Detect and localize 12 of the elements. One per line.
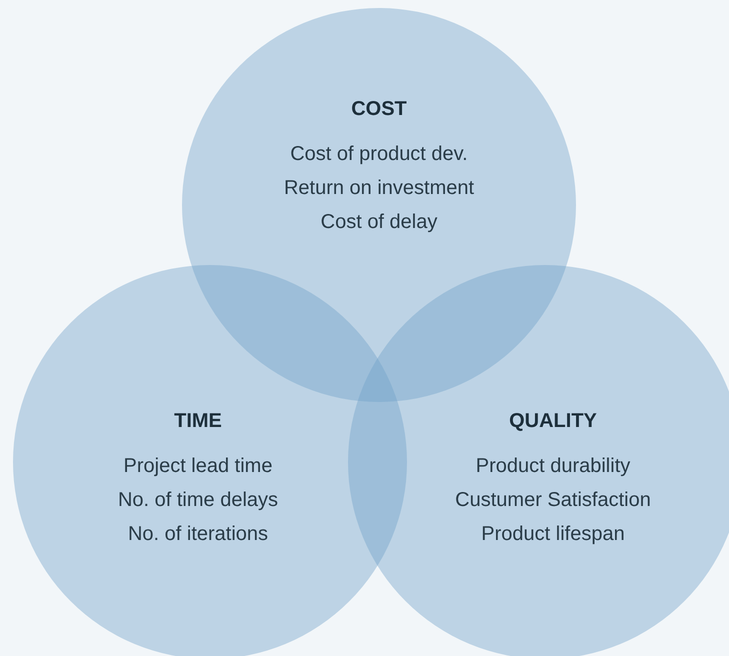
metric-text: Cost of delay	[320, 210, 438, 235]
category-heading: COST	[351, 98, 407, 121]
metric-text: Cost of product dev.	[290, 142, 468, 167]
metric-text: Product lifespan	[481, 522, 625, 547]
metric-text: Return on investment	[284, 176, 474, 201]
metric-text: Product durability	[476, 454, 630, 479]
category-heading: QUALITY	[509, 410, 597, 433]
metric-text: No. of iterations	[128, 522, 268, 547]
category-heading: TIME	[174, 410, 222, 433]
metric-text: Project lead time	[124, 454, 272, 479]
metric-text: Custumer Satisfaction	[455, 488, 651, 513]
metric-text: No. of time delays	[118, 488, 278, 513]
